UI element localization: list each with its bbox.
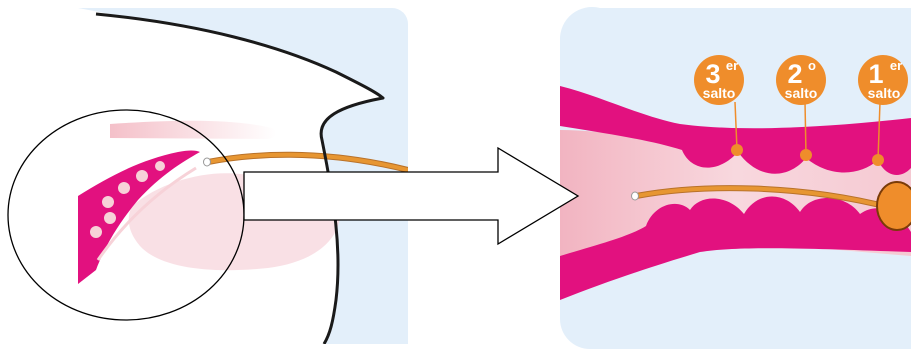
jump-badge-2: 2 o salto: [776, 55, 826, 105]
left-panel: [7, 8, 408, 344]
jump-badge-3-word: salto: [703, 85, 736, 101]
zoom-arrow: [243, 146, 580, 246]
embryo: [876, 181, 911, 231]
tissue-inner-line: [96, 166, 197, 261]
pale-pink-upper-band: [110, 120, 277, 139]
jump-badge-2-word: salto: [785, 85, 818, 101]
jump-badge-3: 3 er salto: [694, 55, 744, 105]
catheter-tip-right: [631, 191, 639, 201]
jump-badge-3-number: 3: [705, 59, 720, 89]
catheter-tip-left: [203, 157, 211, 167]
tissue-scallops: [90, 161, 165, 238]
jump-badge-2-number: 2: [787, 59, 802, 89]
jump-badge-3-suffix: er: [726, 58, 738, 73]
jump-pins: [731, 101, 884, 166]
magenta-tissue-band: [78, 150, 200, 284]
jump-badge-1: 1 er salto: [858, 55, 908, 105]
jump-badge-2-suffix: o: [808, 58, 816, 73]
jump-badge-1-suffix: er: [890, 58, 902, 73]
jump-badge-1-number: 1: [868, 59, 883, 89]
jump-badge-1-word: salto: [868, 85, 901, 101]
body-outline: [95, 12, 385, 344]
lower-magenta-wall: [560, 196, 911, 300]
right-panel: 3 er salto 2 o salto 1 er salto: [559, 6, 911, 349]
